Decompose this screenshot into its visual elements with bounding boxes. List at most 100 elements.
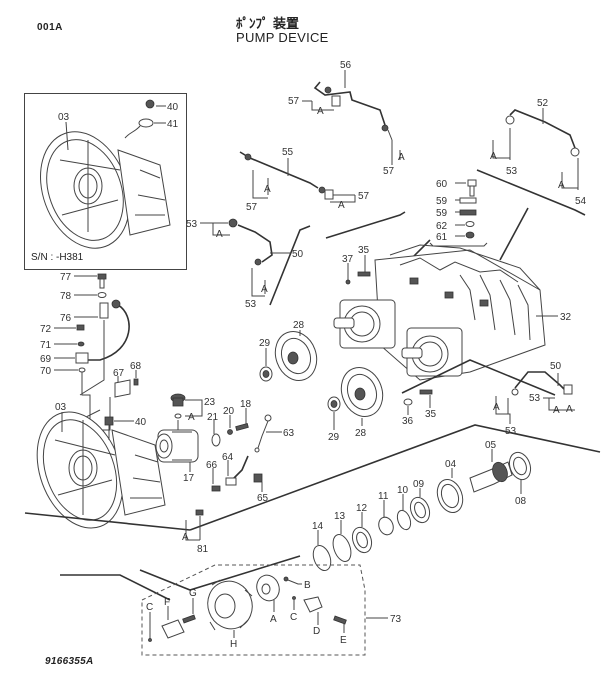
callout-18: 18 [240,399,252,410]
callout-76: 76 [60,313,72,324]
pipe-55 [239,151,326,194]
callout-66: 66 [206,460,218,471]
key-a-8: A [261,284,268,295]
bearing-29-lower [327,396,341,412]
key-a-6: A [558,180,565,191]
bolt-35 [419,389,433,395]
sensor-harness [85,304,130,361]
fastener-stack [459,179,477,239]
callout-40-inset: 40 [167,102,179,113]
frame-line-kit [60,574,171,601]
sensor-cable-63 [254,414,272,453]
gear-28-upper [274,331,318,381]
callout-53-left: 53 [186,219,198,230]
washer-78 [97,292,107,298]
title-english: PUMP DEVICE [236,30,329,45]
pipe-56 [313,81,389,132]
block-d [303,596,323,613]
pipe-64 [225,455,249,486]
ring-14 [312,544,332,572]
callout-71: 71 [40,340,52,351]
pipe-52 [505,109,580,157]
key-a-10: A [493,402,500,413]
title-japanese: ﾎﾟﾝﾌﾟ 装置 [236,17,300,32]
callout-29-lower: 29 [328,432,340,443]
kit-label-c-left: C [146,602,153,613]
callout-57-c: 57 [246,202,258,213]
serial-number-note: S/N : -H381 [31,252,84,263]
gear-04 [436,479,464,513]
callout-03-inset: 03 [58,112,70,123]
callout-53-top: 53 [506,166,518,177]
callout-67: 67 [113,368,125,379]
seal-12 [351,526,373,554]
callout-41-inset: 41 [167,119,179,130]
callout-40-lower: 40 [135,417,147,428]
kit-label-c-right: C [290,612,297,623]
callout-50-left: 50 [292,249,304,260]
callout-69: 69 [40,354,52,365]
callout-65: 65 [257,493,269,504]
callout-04: 04 [445,459,457,470]
callout-50-right: 50 [550,361,562,372]
oring-13 [332,534,352,562]
bearing-29-upper [259,366,273,382]
washer-71 [77,341,85,347]
frame-line-bottom [139,555,301,591]
washer-20 [227,429,233,435]
key-a-1: A [317,106,324,117]
bolt-18 [235,423,249,431]
callout-53-right: 53 [529,393,541,404]
callout-28-lower: 28 [355,428,367,439]
key-a-13: A [566,404,573,415]
key-a-2: A [398,152,405,163]
callout-53-right-b: 53 [505,426,517,437]
bolt-g [182,614,196,624]
oring-70 [78,367,86,373]
coupling-kit-outline [141,564,366,656]
serial-inset-box [24,93,187,270]
callout-64: 64 [222,452,234,463]
coupling-element-h [207,579,253,631]
bracket-67 [114,379,131,398]
flywheel-housing-03 [36,411,166,529]
main-pump-assembly [333,244,546,381]
callout-32: 32 [560,312,572,323]
oring-21 [211,433,221,447]
callout-23: 23 [204,397,216,408]
kit-label-g: G [189,588,197,599]
callout-14: 14 [312,521,324,532]
key-a-9: A [553,405,560,416]
callout-63: 63 [283,428,295,439]
bearing-08 [508,451,532,481]
callout-21: 21 [207,412,219,423]
callout-20: 20 [223,406,235,417]
kit-label-a: A [270,614,277,625]
kit-label-b: B [304,580,311,591]
callout-57-a: 57 [288,96,300,107]
hub-a [256,574,280,602]
cap-23 [170,393,186,407]
callout-70: 70 [40,366,52,377]
collar-11 [378,516,394,536]
bolt-72 [76,324,85,331]
callout-81: 81 [197,544,209,555]
fitting-65 [253,473,263,483]
callout-13: 13 [334,511,346,522]
bracket-line-right [401,359,556,396]
kit-label-h: H [230,639,237,650]
clamp-f [161,619,185,639]
page-code: 001A [37,22,63,33]
drawing-number: 9166355A [45,656,94,667]
inset-housing-illustration [40,99,171,249]
kit-label-f: F [164,597,170,608]
callout-05: 05 [485,440,497,451]
callout-73: 73 [390,614,402,625]
kit-label-e: E [340,635,347,646]
regulator-17 [155,429,199,463]
callout-68: 68 [130,361,142,372]
callout-36: 36 [402,416,414,427]
plug-40 [104,416,114,426]
callout-11: 11 [378,491,389,502]
